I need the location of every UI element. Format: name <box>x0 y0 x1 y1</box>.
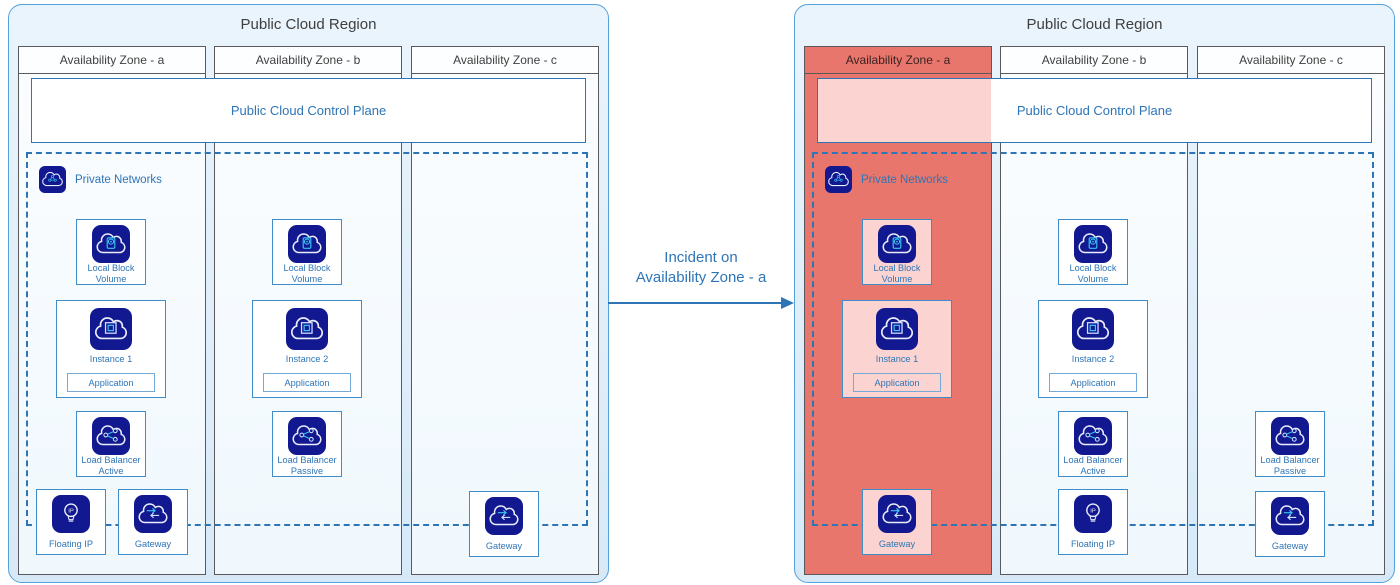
component-load-balancer-active: Load Balancer Active <box>76 411 146 477</box>
component-instance-2: Instance 2 Application <box>252 300 362 398</box>
block-volume-icon <box>92 225 130 263</box>
private-networks-label-row: Private Networks <box>825 166 948 193</box>
region-incident: Public Cloud Region Availability Zone - … <box>794 4 1395 583</box>
instance-icon <box>90 308 132 350</box>
svg-text:IP: IP <box>1090 508 1096 514</box>
zone-b-header: Availability Zone - b <box>1001 47 1187 74</box>
control-plane-incident-overlay <box>818 79 991 142</box>
zone-b-header: Availability Zone - b <box>215 47 401 74</box>
private-networks-label: Private Networks <box>861 173 948 186</box>
component-gateway: Gateway <box>1255 491 1325 557</box>
instance-icon <box>1072 308 1114 350</box>
arrow-right-icon <box>608 296 794 309</box>
incident-text-line1: Incident on <box>664 249 738 266</box>
component-label: Local Block Volume <box>873 263 921 285</box>
component-label: Instance 2 <box>285 354 329 364</box>
component-label: Load Balancer Active <box>1063 455 1123 477</box>
zone-a-header: Availability Zone - a <box>19 47 205 74</box>
control-plane-label: Public Cloud Control Plane <box>230 103 387 118</box>
svg-text:IP: IP <box>68 508 74 514</box>
component-local-block-volume: Local Block Volume <box>862 219 932 285</box>
component-gateway: Gateway <box>862 489 932 555</box>
block-volume-icon <box>288 225 326 263</box>
control-plane-label: Public Cloud Control Plane <box>1016 103 1173 118</box>
block-volume-icon <box>878 225 916 263</box>
block-volume-icon <box>1074 225 1112 263</box>
component-label: Gateway <box>134 538 172 549</box>
floating-ip-icon: IP <box>52 495 90 533</box>
component-local-block-volume: Local Block Volume <box>1058 219 1128 285</box>
component-label: Local Block Volume <box>87 263 135 285</box>
component-gateway: Gateway <box>118 489 188 555</box>
component-label: Local Block Volume <box>1069 263 1117 285</box>
private-networks-label: Private Networks <box>75 173 162 186</box>
component-label: Instance 1 <box>875 354 919 364</box>
component-label: Instance 2 <box>1071 354 1115 364</box>
component-instance-2: Instance 2 Application <box>1038 300 1148 398</box>
load-balancer-icon <box>1271 417 1309 455</box>
component-load-balancer-passive: Load Balancer Passive <box>272 411 342 477</box>
application-box: Application <box>1049 373 1137 392</box>
instance-icon <box>876 308 918 350</box>
instance-icon <box>286 308 328 350</box>
region-title: Public Cloud Region <box>1026 16 1163 33</box>
component-local-block-volume: Local Block Volume <box>76 219 146 285</box>
zone-c-header: Availability Zone - c <box>412 47 598 74</box>
component-label: Floating IP <box>1071 538 1115 549</box>
component-label: Gateway <box>485 540 523 551</box>
component-local-block-volume: Local Block Volume <box>272 219 342 285</box>
gateway-icon <box>1271 497 1309 535</box>
application-box: Application <box>67 373 155 392</box>
control-plane: Public Cloud Control Plane <box>31 78 586 143</box>
component-label: Gateway <box>1271 540 1309 551</box>
component-floating-ip: IP Floating IP <box>36 489 106 555</box>
component-gateway: Gateway <box>469 491 539 557</box>
application-box: Application <box>853 373 941 392</box>
zone-c-header: Availability Zone - c <box>1198 47 1384 74</box>
control-plane: Public Cloud Control Plane <box>817 78 1372 143</box>
load-balancer-icon <box>92 417 130 455</box>
component-label: Floating IP <box>49 538 93 549</box>
load-balancer-icon <box>288 417 326 455</box>
component-label: Instance 1 <box>89 354 133 364</box>
private-networks-icon <box>39 166 66 193</box>
private-networks-label-row: Private Networks <box>39 166 162 193</box>
private-networks-box: Private Networks <box>26 152 588 526</box>
component-label: Load Balancer Passive <box>1260 455 1320 477</box>
component-label: Load Balancer Passive <box>277 455 337 477</box>
application-box: Application <box>263 373 351 392</box>
gateway-icon <box>878 495 916 533</box>
component-instance-1: Instance 1 Application <box>56 300 166 398</box>
component-label: Local Block Volume <box>283 263 331 285</box>
floating-ip-icon: IP <box>1074 495 1112 533</box>
component-floating-ip: IP Floating IP <box>1058 489 1128 555</box>
gateway-icon <box>485 497 523 535</box>
component-label: Gateway <box>878 538 916 549</box>
incident-text-line2: Availability Zone - a <box>635 269 767 287</box>
component-load-balancer-passive: Load Balancer Passive <box>1255 411 1325 477</box>
component-label: Load Balancer Active <box>81 455 141 477</box>
region-title: Public Cloud Region <box>240 16 377 33</box>
component-instance-1: Instance 1 Application <box>842 300 952 398</box>
incident-annotation: Incident on Availability Zone - a <box>605 248 797 311</box>
gateway-icon <box>134 495 172 533</box>
region-normal: Public Cloud Region Availability Zone - … <box>8 4 609 583</box>
load-balancer-icon <box>1074 417 1112 455</box>
private-networks-icon <box>825 166 852 193</box>
component-load-balancer-active: Load Balancer Active <box>1058 411 1128 477</box>
zone-a-header: Availability Zone - a <box>805 47 991 74</box>
